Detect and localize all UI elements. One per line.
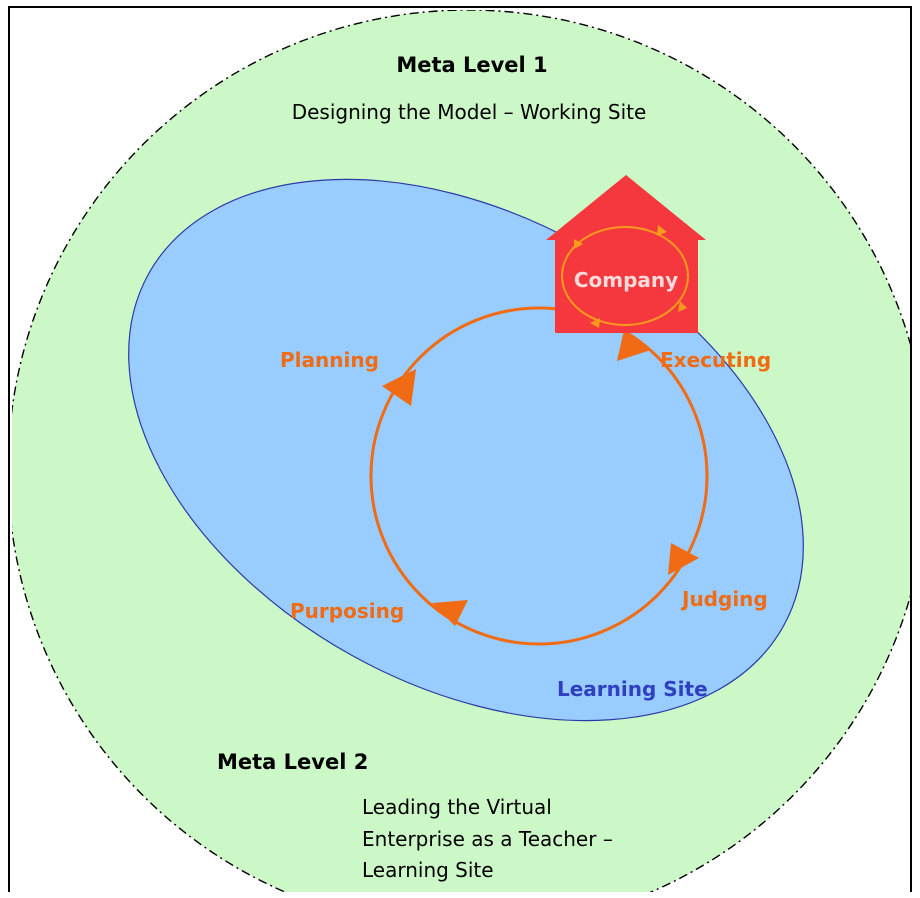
company-label: Company (574, 268, 678, 292)
cycle-arrow-planning-icon (382, 369, 416, 406)
mini-arrow-2-icon (657, 225, 667, 236)
mini-arrow-1-icon (574, 239, 583, 249)
company-mini-cycle (561, 226, 689, 326)
mini-arrow-4-icon (590, 318, 600, 328)
meta-level-2-title: Meta Level 2 (217, 750, 368, 774)
cycle-ring (369, 306, 709, 646)
meta-levels-diagram: Company Meta Level 1 Designing the Model… (12, 10, 910, 892)
meta-level-1-subtitle: Designing the Model – Working Site (292, 100, 647, 124)
meta-level-2-line-2: Enterprise as a Teacher – (362, 827, 613, 851)
meta-level-1-title: Meta Level 1 (396, 53, 547, 77)
meta-level-2-line-3: Learning Site (362, 858, 494, 882)
cycle-arrow-executing-icon (617, 330, 651, 361)
stage-purposing: Purposing (290, 599, 404, 623)
cycle-arrow-judging-icon (668, 543, 699, 575)
meta-level-2-line-1: Leading the Virtual (362, 795, 552, 819)
stage-executing: Executing (660, 348, 771, 372)
company-house: Company (546, 175, 706, 333)
diagram-frame: Company Meta Level 1 Designing the Model… (8, 6, 912, 892)
house-roof (546, 175, 706, 240)
stage-planning: Planning (280, 348, 379, 372)
mini-arrow-3-icon (678, 301, 687, 312)
learning-site-label: Learning Site (557, 677, 708, 701)
house-body (555, 237, 698, 333)
cycle-arrow-purposing-icon (432, 600, 468, 626)
stage-judging: Judging (680, 587, 768, 611)
